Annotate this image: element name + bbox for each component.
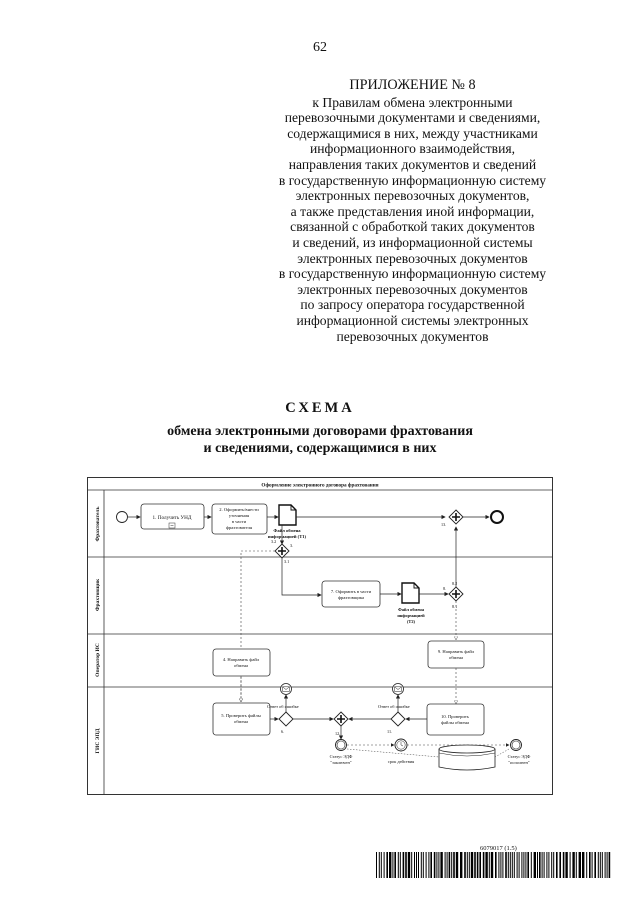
deadline-label: срок действия bbox=[388, 759, 414, 764]
gateway-11 bbox=[390, 711, 406, 727]
status-concluded-label: Статус ЭДФ bbox=[330, 754, 353, 759]
task-send-file-4-line: 4. Направить файл bbox=[223, 657, 260, 662]
gateway-3-label: 3. bbox=[290, 543, 293, 548]
envelope-icon bbox=[282, 686, 290, 692]
task-get-und-label: 1. Получить УНД bbox=[153, 515, 192, 521]
task-fill-carrier bbox=[321, 580, 381, 608]
task-fill-charterer-line: в части bbox=[232, 519, 247, 524]
appendix-line: к Правилам обмена электронными bbox=[312, 94, 513, 110]
appendix-header: ПРИЛОЖЕНИЕ № 8 к Правилам обмена электро… bbox=[240, 77, 585, 344]
task-check-files-10 bbox=[426, 703, 485, 736]
envelope-icon bbox=[394, 686, 402, 692]
bpmn-diagram: Оформление электронного договора фрахтов… bbox=[87, 477, 553, 795]
flow-label-3-2: 3.2 bbox=[271, 539, 276, 544]
appendix-line: электронных перевозочных документов bbox=[297, 250, 528, 266]
lane-label-gis: ГИС ЭПД bbox=[95, 728, 101, 753]
exchange-file-t2-icon bbox=[401, 582, 420, 604]
task-send-file-9-line: обмена bbox=[449, 655, 463, 660]
exchange-file-t1-label: информацией (Т1) bbox=[268, 534, 307, 539]
flow-label-3-1: 3.1 bbox=[284, 559, 289, 564]
pool-frame bbox=[87, 477, 553, 795]
gateway-12-label: 12. bbox=[335, 731, 340, 736]
exchange-file-t1-label: Файл обмена bbox=[273, 528, 301, 533]
appendix-line: информационного взаимодействия, bbox=[309, 141, 516, 157]
task-fill-charterer bbox=[211, 503, 268, 535]
gateway-13-plus-icon bbox=[452, 513, 460, 521]
task-fill-carrier-line: 7. Оформить в части bbox=[331, 589, 372, 594]
appendix-line: перевозочными документами и сведениями, bbox=[284, 110, 541, 126]
flow-label-8-1: 8.1 bbox=[452, 604, 457, 609]
exchange-file-t2-label: информацией bbox=[397, 613, 425, 618]
appendix-line: электронных перевозочных документов bbox=[297, 281, 528, 297]
scheme-subtitle-line: обмена электронными договорами фрахтован… bbox=[167, 424, 473, 439]
appendix-line: а также представления иной информации, bbox=[290, 203, 535, 219]
gateway-6-label: 6. bbox=[281, 729, 284, 734]
status-concluded-event bbox=[335, 739, 347, 751]
status-executed-label: Статус ЭДФ bbox=[508, 754, 531, 759]
appendix-line: направления таких документов и сведений bbox=[288, 156, 537, 172]
gateway-11-label: 11. bbox=[387, 729, 392, 734]
task-send-file-4-line: обмена bbox=[234, 663, 248, 668]
task-send-file-9-line: 9. Направить файл bbox=[438, 649, 475, 654]
appendix-line: и сведений, из информационной системы bbox=[292, 234, 533, 250]
gateway-13-label: 13. bbox=[441, 522, 446, 527]
appendix-line: перевозочных документов bbox=[336, 328, 489, 344]
status-executed-label: "исполнен" bbox=[508, 760, 529, 765]
lane-label-carrier: Фрахтовщик bbox=[95, 578, 101, 611]
start-event bbox=[116, 511, 128, 523]
error-reply-right-label: Ответ об ошибке bbox=[378, 704, 410, 709]
task-get-und bbox=[140, 503, 205, 530]
appendix-line: в государственную информационную систему bbox=[278, 172, 547, 188]
lane-label-charterer: Фрахтователь bbox=[95, 506, 101, 541]
appendix-line: связанной с обработкой таких документов bbox=[290, 219, 535, 235]
task-check-files-5-line: обмена bbox=[234, 719, 248, 724]
gateway-12-plus-icon bbox=[337, 715, 345, 723]
page-number: 62 bbox=[313, 40, 327, 55]
lane-label-operator: Оператор ИС bbox=[95, 643, 101, 677]
exchange-file-t2-label: (Т2) bbox=[407, 619, 416, 624]
task-send-file-4 bbox=[212, 648, 271, 677]
barcode-icon bbox=[376, 852, 614, 878]
task-check-files-10-line: 10. Проверить bbox=[441, 714, 469, 719]
gateway-6 bbox=[278, 711, 294, 727]
appendix-line: содержащимися в них, между участниками bbox=[287, 125, 538, 141]
appendix-line: в государственную информационную систему bbox=[278, 266, 547, 282]
task-fill-carrier-line: фрахтовщика bbox=[338, 595, 364, 600]
exchange-file-t2-label: Файл обмена bbox=[398, 607, 425, 612]
end-event bbox=[490, 510, 504, 524]
scheme-title: СХЕМА bbox=[285, 400, 355, 416]
data-store-icon bbox=[438, 749, 496, 771]
gateway-8-label: 8. bbox=[443, 586, 446, 591]
gateway-3-plus-icon bbox=[278, 547, 286, 555]
document-serial: 6079017 (1.5) bbox=[480, 845, 517, 852]
task-fill-charterer-line: фрахтователя bbox=[226, 525, 253, 530]
pool-header: Оформление электронного договора фрахтов… bbox=[261, 482, 378, 489]
gateway-8-plus-icon bbox=[452, 590, 460, 598]
scheme-subtitle: обмена электронными договорами фрахтован… bbox=[0, 424, 640, 457]
appendix-line: по запросу оператора государственной bbox=[300, 297, 525, 313]
error-reply-left-label: Ответ об ошибке bbox=[267, 704, 299, 709]
task-fill-charterer-line: 2. Оформить/внести bbox=[219, 507, 259, 512]
scheme-subtitle-line: и сведениями, содержащимися в них bbox=[203, 440, 437, 456]
appendix-title: ПРИЛОЖЕНИЕ № 8 bbox=[349, 77, 476, 93]
flow-label-8-2: 8.2 bbox=[452, 581, 457, 586]
task-check-files-10-line: файлы обмена bbox=[441, 720, 469, 725]
exchange-file-t1-icon bbox=[278, 504, 297, 526]
appendix-line: электронных перевозочных документов, bbox=[295, 188, 530, 204]
appendix-line: информационной системы электронных bbox=[296, 312, 529, 328]
status-concluded-label: "заключен" bbox=[330, 760, 351, 765]
task-check-files-5-line: 5. Проверить файлы bbox=[221, 713, 261, 718]
status-executed-event bbox=[510, 739, 522, 751]
task-fill-charterer-line: уточнения bbox=[229, 513, 250, 518]
